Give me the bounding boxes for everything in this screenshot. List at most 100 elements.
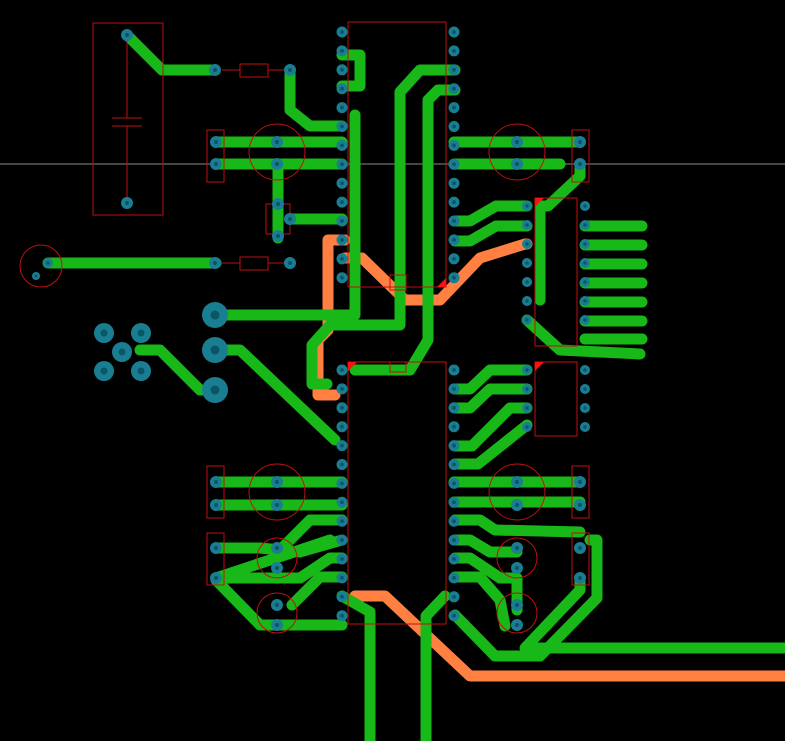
pad-hole bbox=[124, 32, 130, 38]
pad-hole bbox=[583, 387, 587, 391]
top-trace-11 bbox=[306, 64, 461, 390]
ic-outline-1 bbox=[347, 21, 447, 288]
pad-hole bbox=[452, 519, 456, 524]
pad-hole bbox=[275, 201, 281, 207]
top-trace-29 bbox=[449, 402, 533, 452]
cap-box-3 bbox=[206, 465, 225, 519]
pad-hole bbox=[274, 565, 280, 571]
pin1-marker-3 bbox=[535, 198, 544, 207]
top-trace-38 bbox=[449, 552, 523, 616]
pad-hole bbox=[452, 481, 456, 486]
pad-hole bbox=[577, 545, 583, 551]
pad-hole bbox=[583, 318, 587, 322]
pad-hole bbox=[340, 481, 344, 486]
capacitor-outline bbox=[92, 22, 164, 216]
pad-hole bbox=[514, 545, 520, 551]
cap-box-4 bbox=[571, 465, 590, 519]
pad-hole bbox=[514, 139, 520, 145]
pad-hole bbox=[210, 345, 220, 355]
top-trace-28 bbox=[449, 383, 533, 414]
bottom-copper-layer bbox=[312, 234, 785, 682]
pad-hole bbox=[274, 161, 280, 167]
pad-hole bbox=[340, 67, 344, 72]
pad-hole bbox=[340, 275, 344, 280]
pad-hole bbox=[577, 479, 583, 485]
pad-hole bbox=[452, 405, 456, 410]
pin1-marker-1 bbox=[437, 278, 446, 287]
crystal-outline-4 bbox=[488, 463, 546, 521]
pad-hole bbox=[514, 602, 520, 608]
top-trace-12 bbox=[349, 84, 461, 376]
top-trace-1 bbox=[121, 29, 221, 76]
pad-hole bbox=[46, 261, 50, 265]
ic-notch-2 bbox=[389, 361, 407, 373]
ic-outline-small-2 bbox=[534, 361, 578, 437]
pad-hole bbox=[525, 242, 529, 246]
cap-box-5 bbox=[206, 532, 225, 586]
pad-hole bbox=[577, 575, 583, 581]
pad-hole bbox=[452, 538, 456, 543]
pad-hole bbox=[577, 139, 583, 145]
pad-hole bbox=[340, 219, 344, 223]
pad-hole bbox=[340, 386, 344, 391]
pad-hole bbox=[525, 223, 529, 227]
pad-hole bbox=[340, 538, 344, 543]
top-trace-35 bbox=[449, 571, 511, 632]
pad-hole bbox=[340, 48, 344, 53]
pad-hole bbox=[583, 299, 587, 303]
pad-hole bbox=[287, 67, 293, 73]
top-trace-17 bbox=[449, 200, 533, 227]
pad-hole bbox=[452, 143, 456, 148]
cap-box-6 bbox=[571, 532, 590, 586]
pad-hole bbox=[583, 204, 587, 208]
pad-hole bbox=[340, 124, 344, 129]
pad-hole bbox=[340, 557, 344, 561]
pad-hole bbox=[514, 565, 520, 571]
pad-hole bbox=[340, 594, 344, 599]
pad-hole bbox=[452, 386, 456, 391]
top-trace-30 bbox=[449, 419, 533, 470]
pad-hole bbox=[583, 242, 587, 246]
pad-hole bbox=[212, 260, 218, 266]
pad-hole bbox=[583, 406, 587, 410]
pad-hole bbox=[340, 424, 344, 429]
pad-hole bbox=[340, 443, 344, 448]
pad-hole bbox=[124, 200, 130, 206]
top-trace-27 bbox=[449, 364, 533, 395]
pad-hole bbox=[340, 575, 344, 580]
pad-hole bbox=[100, 367, 108, 375]
pad-hole bbox=[287, 216, 293, 222]
pad-hole bbox=[525, 261, 529, 265]
pad-hole bbox=[525, 299, 529, 303]
pad-hole bbox=[340, 613, 344, 618]
pad-hole bbox=[452, 613, 456, 618]
pad-hole bbox=[525, 387, 529, 391]
pad-hole bbox=[452, 424, 456, 429]
silkscreen-layer bbox=[19, 21, 590, 634]
pad-hole bbox=[452, 162, 456, 167]
pad-hole bbox=[275, 233, 281, 239]
pad-hole bbox=[577, 502, 583, 508]
pad-hole bbox=[452, 30, 456, 34]
pad-hole bbox=[525, 204, 529, 208]
top-trace-36 bbox=[449, 534, 603, 662]
pad-hole bbox=[118, 348, 126, 356]
pad-hole bbox=[210, 310, 220, 320]
pad-hole bbox=[452, 368, 456, 372]
pad-hole bbox=[452, 48, 456, 53]
crystal-outline-2 bbox=[488, 123, 546, 181]
pad-hole bbox=[452, 575, 456, 580]
pad-hole bbox=[452, 275, 456, 280]
pad-hole bbox=[340, 30, 344, 34]
top-trace-19 bbox=[521, 314, 646, 360]
pad-hole bbox=[340, 86, 344, 91]
pad-hole bbox=[452, 181, 456, 186]
pad-hole bbox=[274, 622, 280, 628]
pad-hole bbox=[340, 519, 344, 524]
pad-hole bbox=[340, 462, 344, 467]
pin1-marker-2 bbox=[348, 362, 357, 371]
pad-hole bbox=[525, 368, 529, 372]
small-cap-outline-2 bbox=[496, 537, 538, 579]
pad-hole bbox=[210, 385, 220, 395]
